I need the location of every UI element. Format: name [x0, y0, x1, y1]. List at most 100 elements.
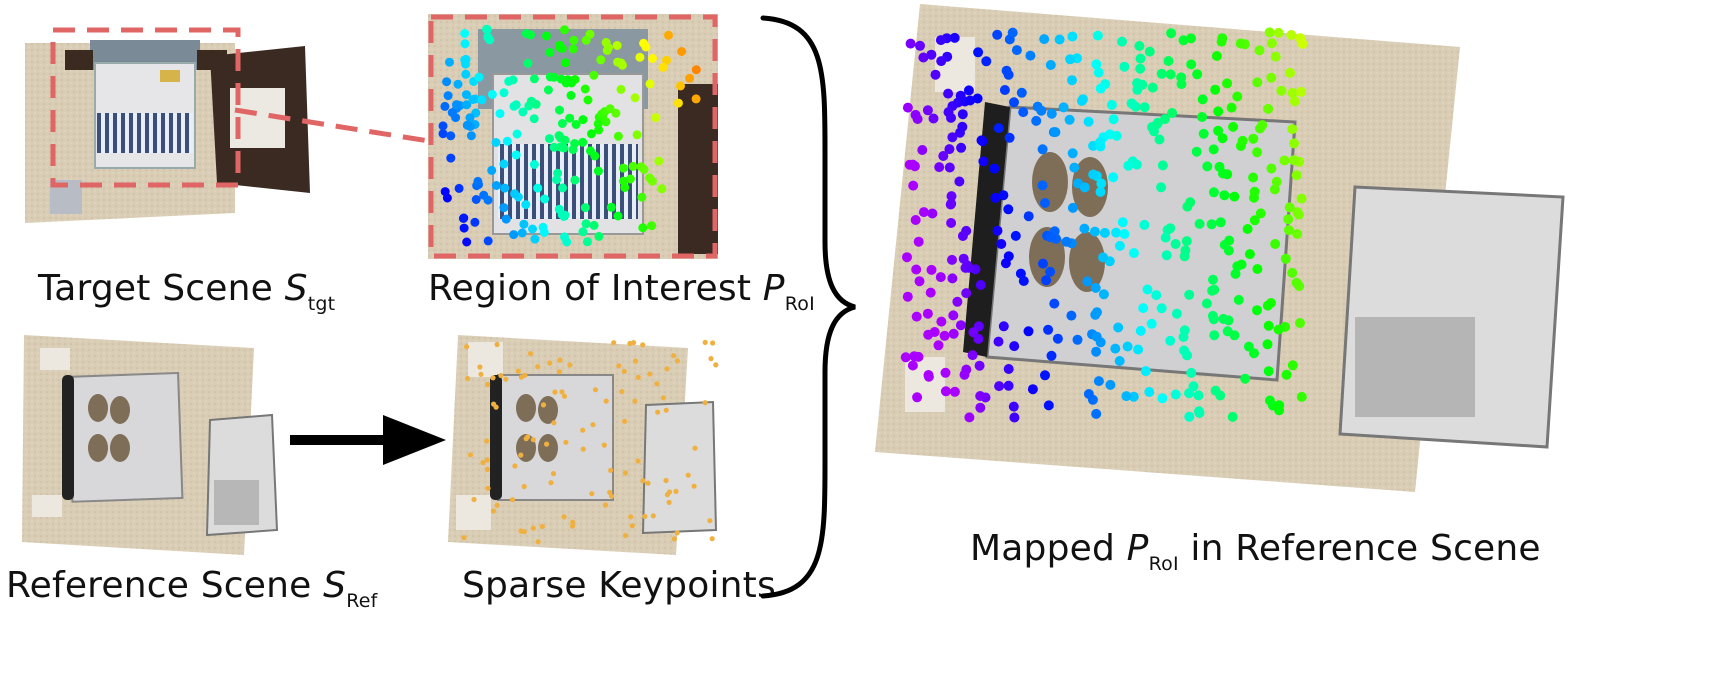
- mapped-point: [1114, 240, 1125, 251]
- mapped-point: [1058, 102, 1069, 113]
- mapped-point: [1041, 275, 1052, 286]
- keypoint: [642, 513, 648, 519]
- roi-point: [635, 52, 645, 62]
- roi-point: [500, 183, 510, 193]
- bed: [497, 374, 614, 501]
- mapped-point: [1105, 379, 1116, 390]
- mapped-point: [1135, 63, 1146, 74]
- mapped-point: [1262, 339, 1273, 350]
- keypoint: [478, 371, 484, 377]
- keypoint: [503, 376, 509, 382]
- mapped-point: [1213, 106, 1224, 117]
- keypoint: [530, 437, 536, 443]
- mapped-point: [1264, 395, 1275, 406]
- roi-point: [460, 29, 470, 38]
- mapped-point: [1213, 125, 1224, 136]
- mapped-point: [1045, 266, 1056, 277]
- mapped-point: [976, 135, 987, 146]
- mapped-point: [1266, 72, 1277, 83]
- roi-point: [526, 30, 536, 40]
- mapped-point: [1079, 182, 1090, 193]
- roi-point: [452, 100, 461, 110]
- roi-point: [570, 139, 580, 148]
- region-of-interest-image: [428, 14, 718, 259]
- mapped-point: [948, 310, 959, 321]
- keypoints: [461, 339, 719, 545]
- mapped-point: [946, 112, 956, 123]
- keypoint: [491, 401, 497, 407]
- keypoint: [654, 381, 660, 387]
- keypoint: [663, 477, 669, 484]
- roi-point: [561, 78, 571, 88]
- roi-point: [636, 162, 646, 172]
- roi-point: [446, 131, 456, 141]
- keypoint: [535, 539, 541, 545]
- mapped-point: [949, 386, 960, 397]
- mapped-point: [1165, 335, 1176, 346]
- reference-scene-image: [22, 335, 279, 555]
- mapped-point: [1176, 72, 1187, 83]
- roi-point: [673, 98, 683, 108]
- mapped-point: [1202, 161, 1213, 172]
- mapped-point: [1037, 144, 1048, 155]
- mapped-point: [1271, 176, 1282, 187]
- mapped-point: [1184, 411, 1195, 422]
- roi-point: [552, 175, 562, 185]
- mapped-point: [1197, 94, 1208, 105]
- roi-point: [561, 58, 571, 68]
- roi-point: [578, 137, 588, 147]
- mapped-point: [1170, 239, 1181, 249]
- roi-point: [570, 175, 580, 185]
- mapped-point: [1181, 236, 1192, 247]
- keypoint: [570, 519, 576, 525]
- roi-point: [580, 84, 590, 94]
- mapped-point: [1194, 218, 1205, 229]
- mapped-point: [949, 32, 960, 43]
- roi-point: [555, 43, 565, 52]
- mapped-point: [900, 352, 911, 363]
- mapped-point: [1163, 56, 1174, 66]
- roi-point: [519, 219, 529, 229]
- roi-point: [538, 222, 548, 232]
- roi-point: [557, 119, 567, 128]
- roi-point: [602, 45, 612, 55]
- mapped-point: [981, 56, 992, 67]
- roi-point: [440, 101, 450, 111]
- roi-point: [499, 159, 509, 169]
- roi-point: [443, 91, 453, 101]
- mapped-point: [1142, 284, 1153, 295]
- roi-point: [630, 93, 640, 103]
- mapped-point: [964, 412, 975, 423]
- mapped-point: [1151, 290, 1162, 301]
- mapped-point: [1093, 376, 1104, 387]
- roi-point: [458, 213, 468, 223]
- mapped-point: [1197, 112, 1208, 122]
- mapped-point: [957, 231, 968, 241]
- keypoint: [671, 536, 677, 542]
- mapped-point: [925, 287, 936, 298]
- mapped-point: [1273, 324, 1284, 335]
- mapped-point: [1252, 147, 1263, 158]
- mapped-point: [934, 162, 945, 173]
- mapped-point: [961, 288, 972, 299]
- keypoint: [603, 398, 609, 404]
- keypoint: [461, 535, 467, 541]
- mapped-point: [926, 49, 937, 60]
- keypoint: [539, 523, 545, 530]
- mapped-point: [1229, 330, 1240, 341]
- keypoint: [523, 436, 529, 442]
- roi-point: [558, 183, 568, 193]
- roi-point: [471, 195, 481, 204]
- mapped-point: [1110, 343, 1121, 354]
- roi-point: [658, 62, 668, 72]
- mapped-point: [1088, 169, 1099, 180]
- mapped-point: [1046, 350, 1057, 361]
- keypoint: [622, 470, 628, 476]
- mapped-point: [933, 340, 944, 351]
- mapped-point: [1296, 193, 1307, 204]
- mapped-point: [1215, 217, 1226, 228]
- mapped-point: [1285, 67, 1295, 78]
- mapped-point: [1008, 401, 1019, 412]
- roi-point: [483, 236, 493, 246]
- roi-point: [632, 130, 642, 140]
